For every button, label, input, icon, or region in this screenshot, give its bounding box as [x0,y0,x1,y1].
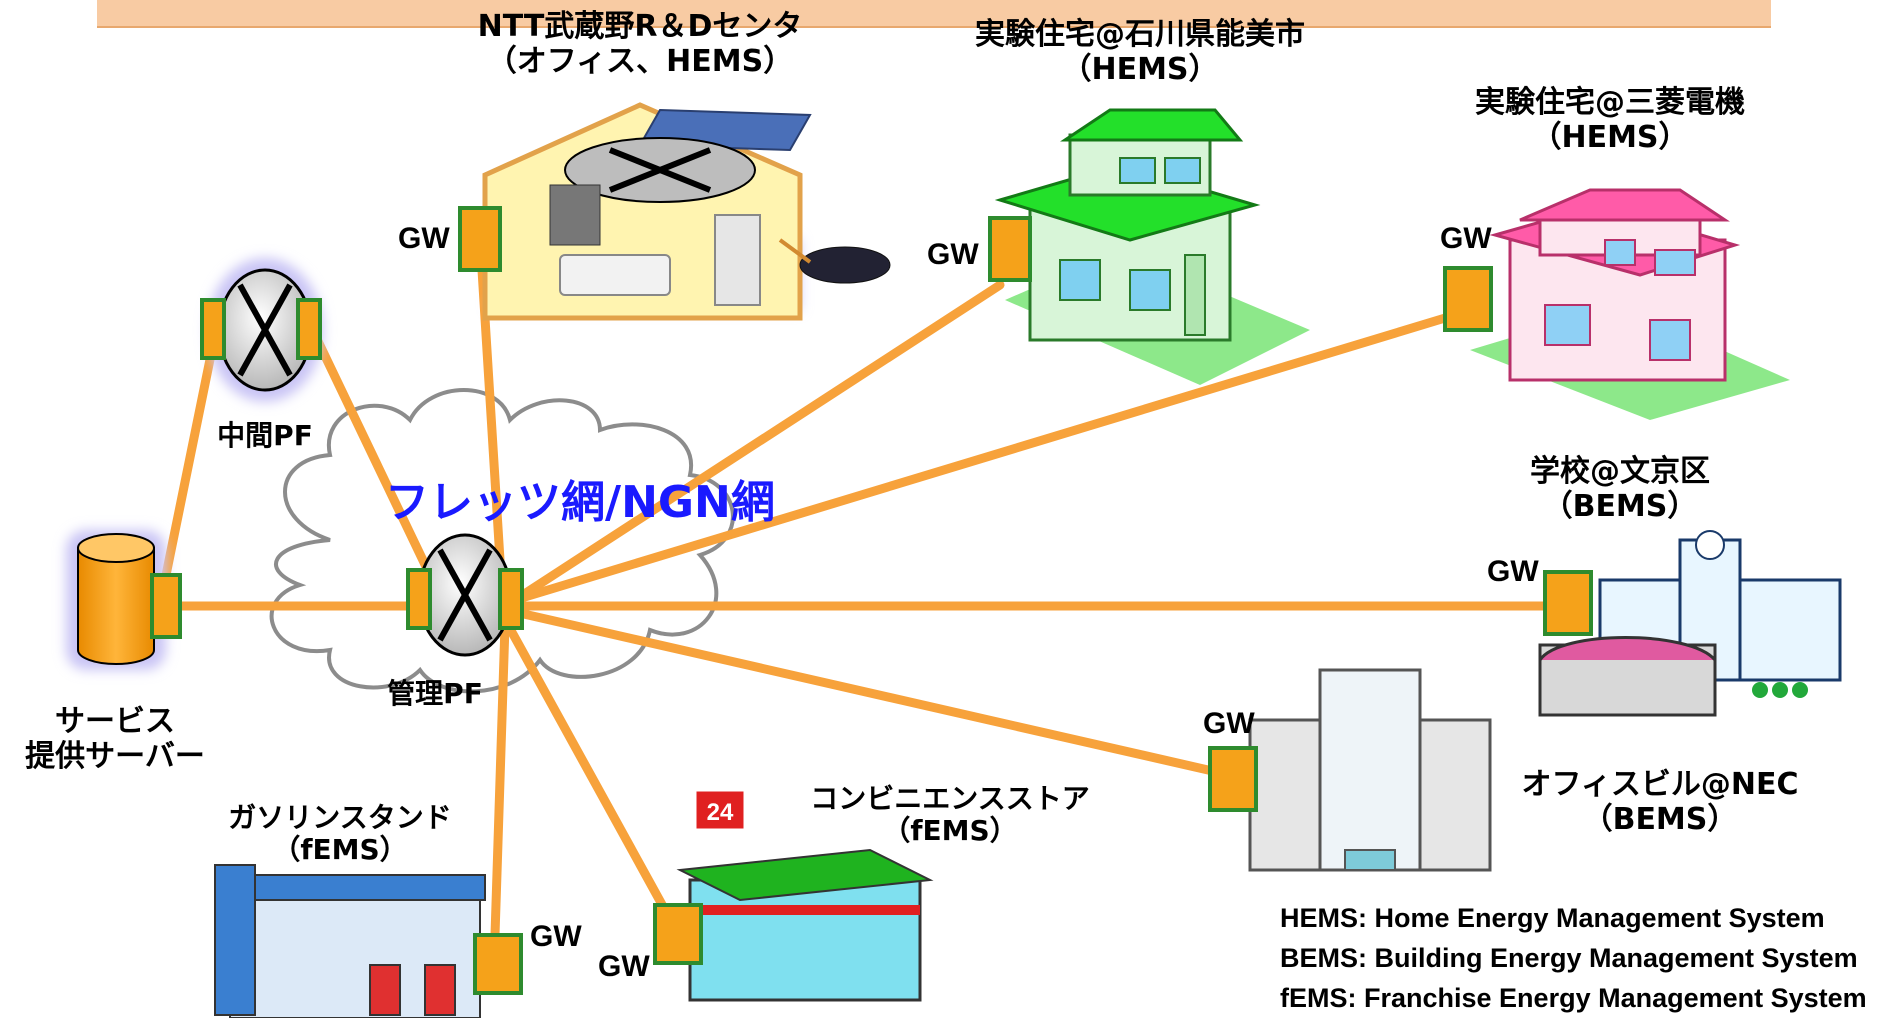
nomi-house-icon [994,108,1310,385]
nec-subtitle: （BEMS） [1582,801,1738,837]
gas-subtitle: （fEMS） [272,833,408,867]
ntt-title: NTT武蔵野R＆Dセンタ [477,9,803,44]
school-title: 学校@文京区 [1530,454,1710,489]
gas-node-label: ガソリンスタンド （fEMS） [200,801,480,867]
server-line1: サービス [55,704,175,739]
network-name-label: フレッツ網/NGN網 [385,477,775,528]
gw-box-nec [1208,746,1258,812]
gw-box-nomi [988,216,1032,282]
conv-title: コンビニエンスストア [810,782,1090,815]
legend-fems: fEMS: Franchise Energy Management System [1280,983,1867,1013]
gw-box-server [150,573,182,639]
gw-label-nec: GW [1203,707,1255,740]
conv-subtitle: （fEMS） [882,814,1018,848]
convenience-store-icon: 24 [676,788,934,1002]
nomi-title: 実験住宅@石川県能美市 [975,17,1305,52]
server-node-label: サービス 提供サーバー [0,704,230,774]
gw-box-mgmt-right [498,568,524,630]
gw-box-midpf-left [200,298,226,360]
nomi-node-label: 実験住宅@石川県能美市 （HEMS） [930,17,1350,87]
school-icon [1538,530,1842,717]
gw-box-midpf-right [296,298,322,360]
management-pf-switch-icon [417,533,513,657]
link-midpf-mgmt [310,330,435,580]
gw-box-gas [473,933,523,995]
gw-label-ntt: GW [398,222,450,255]
nec-node-label: オフィスビル@NEC （BEMS） [1480,767,1840,837]
mid-pf-switch-icon [207,258,323,402]
gas-title: ガソリンスタンド [228,801,452,834]
mitsubishi-subtitle: （HEMS） [1531,119,1689,155]
ntt-node-label: NTT武蔵野R＆Dセンタ （オフィス、HEMS） [440,9,840,79]
gw-label-nomi: GW [927,238,979,271]
legend-hems: HEMS: Home Energy Management System [1280,903,1825,933]
store-sign-number: 24 [707,799,734,826]
gw-label-conv: GW [598,950,650,983]
mitsubishi-title: 実験住宅@三菱電機 [1475,85,1745,120]
service-server-icon [66,530,166,670]
gw-box-mitsubishi [1443,266,1493,332]
link-mgmt-nec [510,607,1235,780]
link-mgmt-nomi [510,280,1005,605]
nec-title: オフィスビル@NEC [1521,767,1799,802]
mid-pf-label: 中間PF [217,419,313,452]
server-line2: 提供サーバー [25,738,205,774]
gw-box-ntt [458,206,502,272]
legend: HEMS: Home Energy Management System BEMS… [1280,898,1867,1018]
school-node-label: 学校@文京区 （BEMS） [1470,454,1770,524]
gw-box-mgmt-left [406,568,432,630]
nec-office-building-icon [1248,668,1492,872]
mitsubishi-house-icon [1470,188,1790,420]
link-mgmt-conv [503,620,670,915]
network-links [160,265,1555,940]
conv-node-label: コンビニエンスストア （fEMS） [780,782,1120,848]
mitsubishi-node-label: 実験住宅@三菱電機 （HEMS） [1420,85,1800,155]
link-mgmt-mitsubishi [510,310,1460,605]
gateway-boxes [150,206,1593,995]
top-banner [97,0,1771,28]
gw-label-school: GW [1487,555,1539,588]
gw-box-conv [653,903,703,965]
gw-label-mitsubishi: GW [1440,222,1492,255]
gas-station-icon [214,864,486,1018]
legend-bems: BEMS: Building Energy Management System [1280,943,1858,973]
link-server-midpf [160,330,220,585]
ntt-subtitle: （オフィス、HEMS） [486,43,794,79]
gw-label-gas: GW [530,920,582,953]
gw-box-school [1543,570,1593,636]
link-mgmt-gas [490,620,510,940]
ntt-office-house-icon [482,102,891,321]
school-subtitle: （BEMS） [1542,488,1698,524]
nomi-subtitle: （HEMS） [1061,51,1219,87]
mgmt-pf-label: 管理PF [387,677,483,710]
